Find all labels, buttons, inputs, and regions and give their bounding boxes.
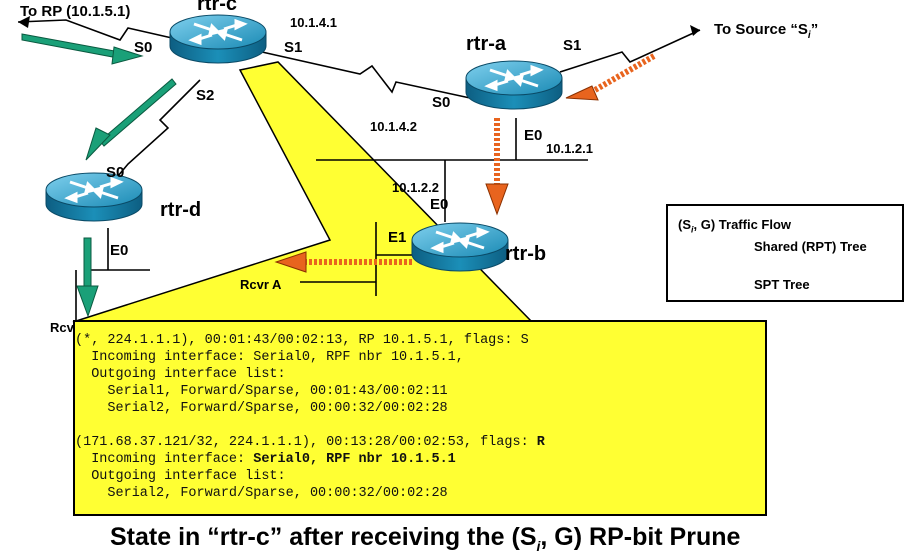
state-line-5: Serial2, Forward/Sparse, 00:00:32/00:02:… [75,401,448,416]
state-line-6: (171.68.37.121/32, 224.1.1.1), 00:13:28/… [75,435,545,450]
mroute-state-box: (*, 224.1.1.1), 00:01:43/00:02:13, RP 10… [73,320,767,516]
rtr-c-ip-label: 10.1.4.1 [290,15,337,30]
shared-tree-arrows [21,33,744,318]
rtr-d-e0-label: E0 [110,242,129,259]
state-line-7: Incoming interface: Serial0, RPF nbr 10.… [75,452,456,467]
rtr-b-e0-label: E0 [430,196,449,213]
state-line-3: Outgoing interface list: [75,367,286,382]
link-c-d [117,79,201,177]
rtr-a-s0-label: S0 [432,94,451,111]
rtr-a-ip-e0-label: 10.1.2.1 [546,141,593,156]
link-a-source [559,29,701,73]
state-line-1: (*, 224.1.1.1), 00:01:43/00:02:13, RP 10… [75,333,529,348]
rtr-a-s1-label: S1 [563,37,582,54]
rtr-a-ip-s0-label: 10.1.4.2 [370,119,417,134]
rtr-b-label: rtr-b [505,243,547,265]
legend-shared-tree: Shared (RPT) Tree [754,239,867,254]
router-icon-rtr-b [410,221,510,273]
state-line-2: Incoming interface: Serial0, RPF nbr 10.… [75,350,464,365]
rtr-a-e0-label: E0 [524,127,543,144]
rcvr-b-label: Rcv [50,320,74,335]
link-c-a [261,51,471,99]
router-icon-rtr-c [168,13,268,65]
state-line-4: Serial1, Forward/Sparse, 00:01:43/00:02:… [75,384,448,399]
link-c-rp [17,19,173,41]
legend-spt-tree: SPT Tree [754,277,810,292]
rtr-c-s1-label: S1 [284,39,303,56]
rtr-c-label: rtr-c [197,0,238,15]
rtr-d-s0-label: S0 [106,164,125,181]
to-source-label: To Source “Si” [714,21,819,41]
rtr-c-s2-label: S2 [196,87,215,104]
legend-title: (Si, G) Traffic Flow [678,217,792,235]
slide-caption: State in “rtr-c” after receiving the (Si… [110,523,741,554]
rtr-b-e1-label: E1 [388,229,407,246]
traffic-legend: (Si, G) Traffic Flow Shared (RPT) Tree S… [666,204,904,302]
rtr-d-label: rtr-d [160,199,202,221]
router-icon-rtr-a [464,59,564,111]
rtr-a-label: rtr-a [466,33,507,55]
state-line-9: Serial2, Forward/Sparse, 00:00:32/00:02:… [75,486,448,501]
state-line-8: Outgoing interface list: [75,469,286,484]
rtr-b-ip-label: 10.1.2.2 [392,180,439,195]
to-rp-label: To RP (10.1.5.1) [20,3,131,20]
rcvr-a-label: Rcvr A [240,277,282,292]
rtr-c-s0-label: S0 [134,39,153,56]
router-icon-rtr-d [44,171,144,223]
